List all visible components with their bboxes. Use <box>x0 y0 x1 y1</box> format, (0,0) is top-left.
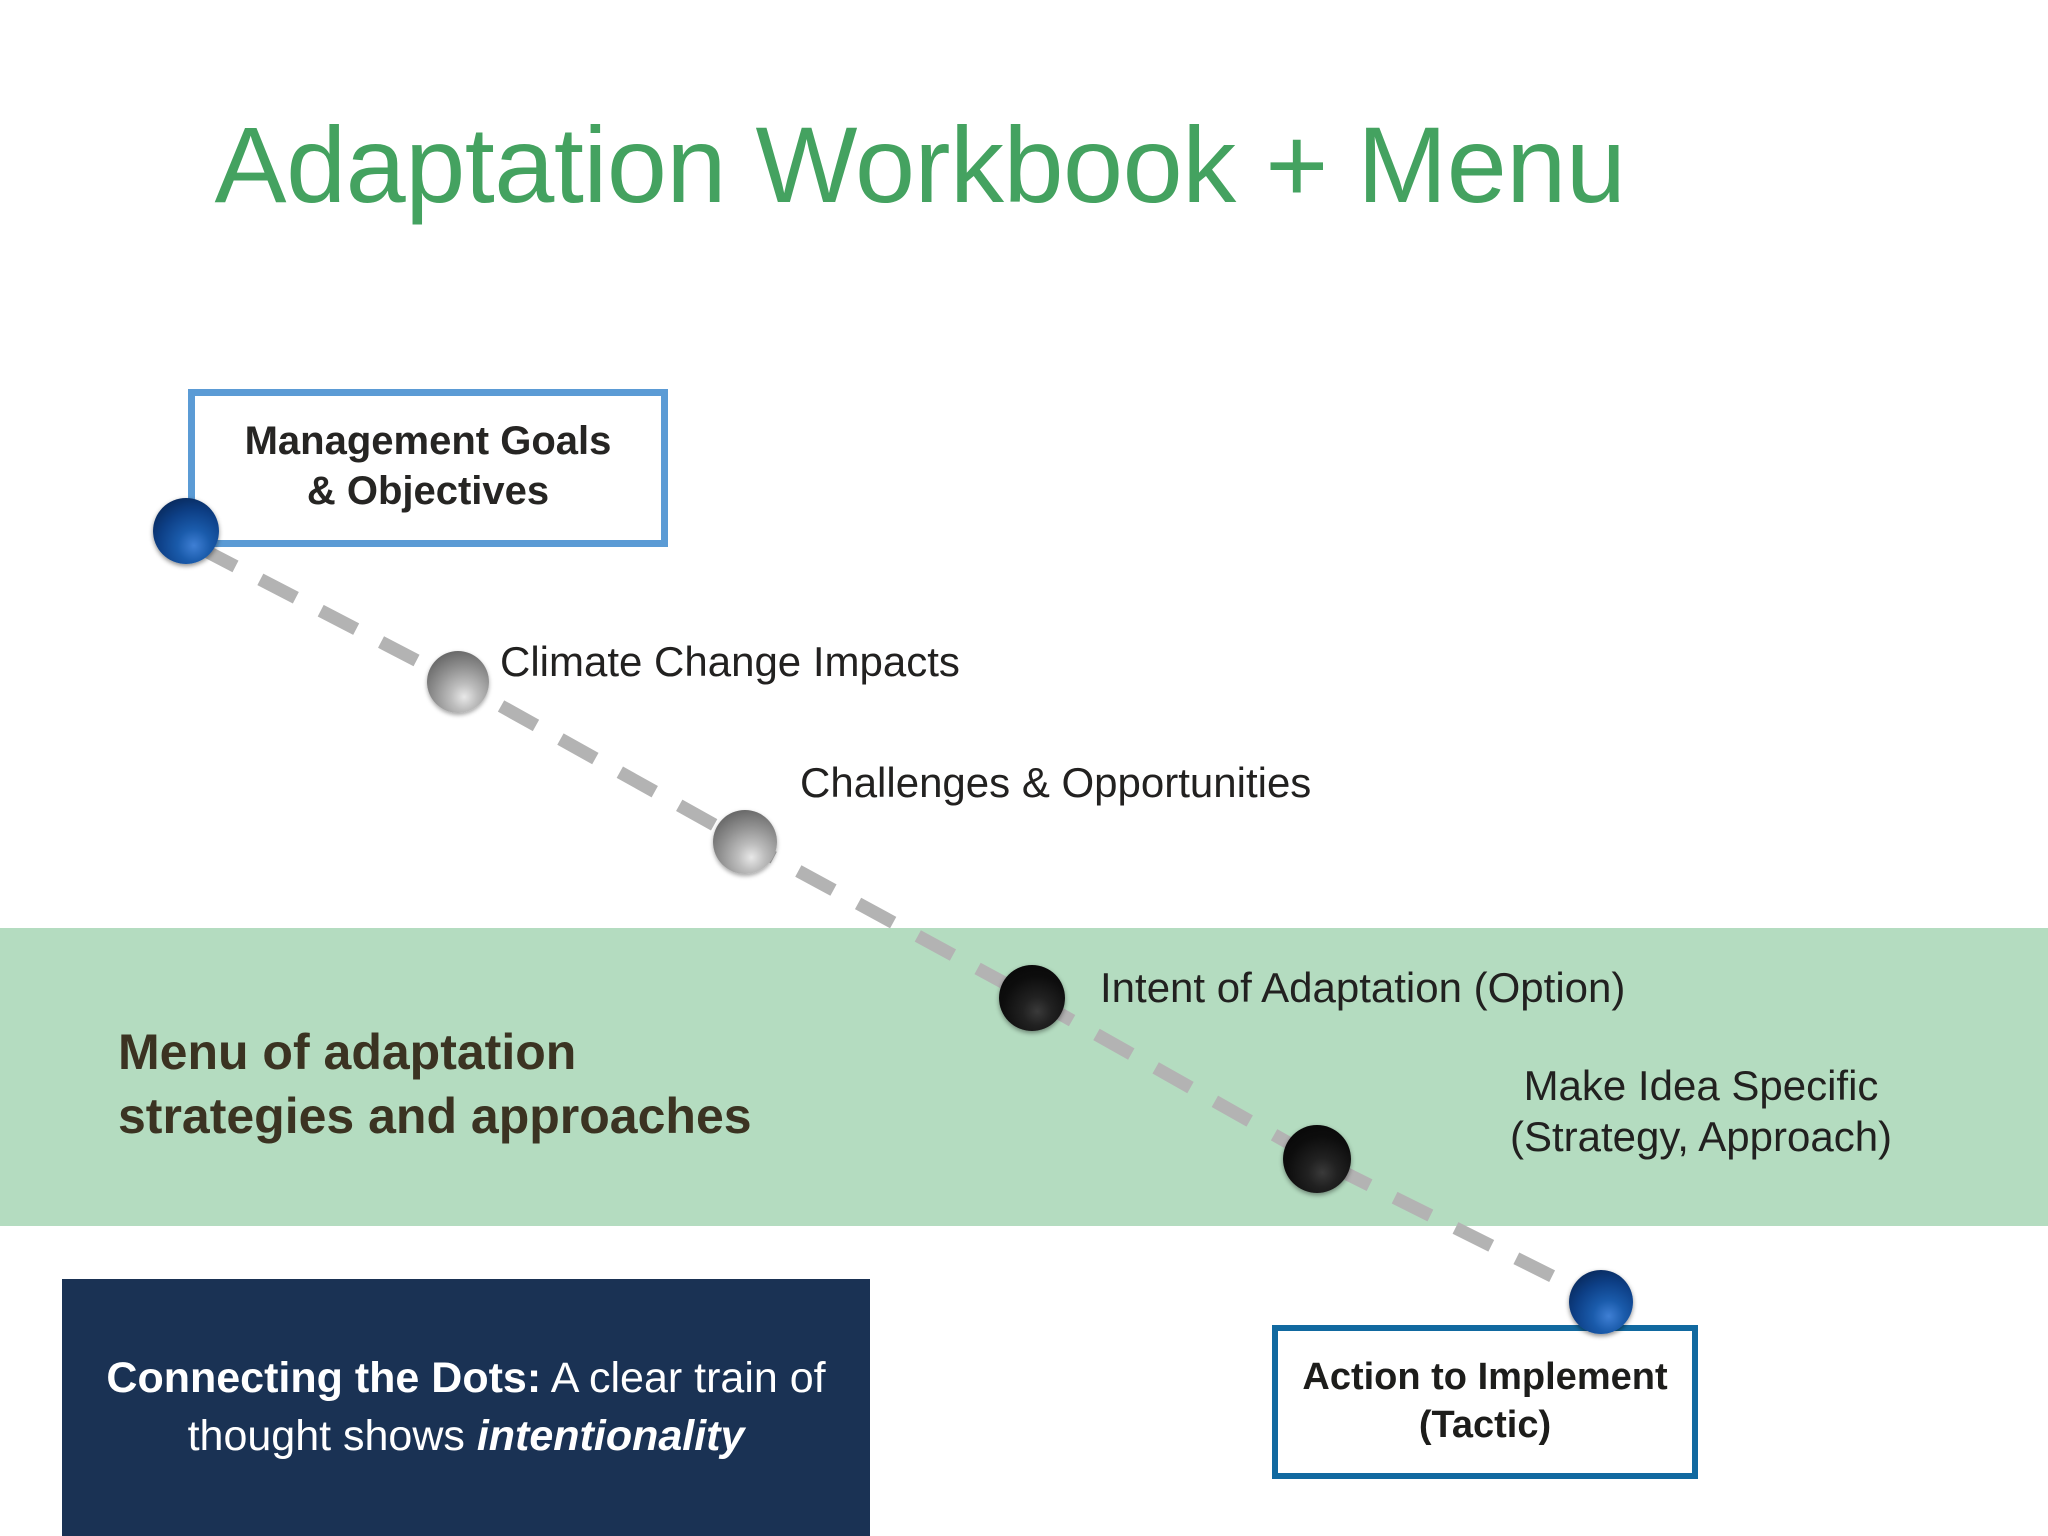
banner-line-1: Menu of adaptation <box>118 1024 577 1080</box>
make-idea-specific-line-2: (Strategy, Approach) <box>1509 1113 1893 1161</box>
callout-bold-lead: Connecting the Dots: <box>106 1354 542 1403</box>
callout-emphasis: intentionality <box>476 1411 745 1460</box>
node-label-intent-of-adaptation: Intent of Adaptation (Option) <box>1100 964 1626 1011</box>
management-goals-text: Management Goals & Objectives <box>245 416 612 517</box>
page-title: Adaptation Workbook + Menu <box>214 104 1626 225</box>
banner-text: Menu of adaptation strategies and approa… <box>118 1020 978 1148</box>
node-dot-intent-of-adaptation <box>999 965 1065 1031</box>
management-goals-line-1: Management Goals <box>244 418 612 463</box>
node-label-climate-change-impacts: Climate Change Impacts <box>500 638 960 685</box>
management-goals-box: Management Goals & Objectives <box>188 389 668 547</box>
action-to-implement-text: Action to Implement (Tactic) <box>1302 1354 1667 1450</box>
action-to-implement-line-2: (Tactic) <box>1418 1404 1552 1446</box>
node-dot-action-to-implement <box>1569 1270 1633 1334</box>
banner-line-2: strategies and approaches <box>118 1088 752 1144</box>
callout-text: Connecting the Dots: A clear train of th… <box>96 1350 836 1464</box>
make-idea-specific-line-1: Make Idea Specific <box>1523 1062 1879 1109</box>
node-dot-management-goals <box>153 498 219 564</box>
node-dot-climate-change-impacts <box>427 651 489 713</box>
node-dot-make-idea-specific <box>1283 1125 1351 1193</box>
connecting-the-dots-callout: Connecting the Dots: A clear train of th… <box>62 1279 870 1536</box>
callout-body: A clear train of thought shows <box>187 1354 826 1460</box>
action-to-implement-box: Action to Implement (Tactic) <box>1272 1325 1698 1479</box>
node-label-challenges-opportunities: Challenges & Opportunities <box>800 759 1312 806</box>
node-dot-challenges-opportunities <box>713 810 777 874</box>
node-label-make-idea-specific: Make Idea Specific (Strategy, Approach) <box>1466 1060 1936 1162</box>
action-to-implement-line-1: Action to Implement <box>1302 1356 1668 1399</box>
management-goals-line-2: & Objectives <box>306 469 550 513</box>
